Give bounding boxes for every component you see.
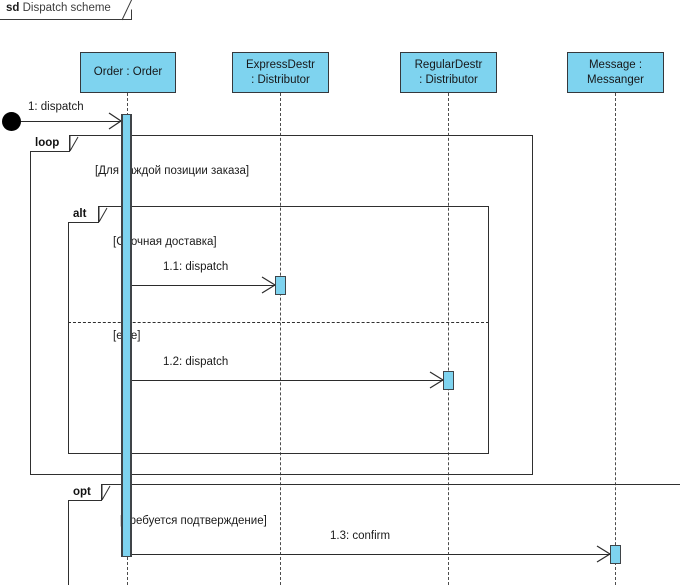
fragment-loop-tab-corner-icon: [69, 135, 79, 152]
fragment-loop[interactable]: [30, 135, 533, 475]
lifeline-regular-destr-line1: RegularDestr: [414, 58, 483, 71]
lifeline-line-express-destr: [280, 93, 281, 585]
activation-bar-regular-destr[interactable]: [443, 371, 454, 390]
fragment-loop-operator: loop: [35, 137, 60, 149]
fragment-alt-separator: [68, 322, 489, 323]
fragment-alt-tab-corner-icon: [98, 206, 108, 223]
fragment-opt[interactable]: [68, 484, 680, 585]
activation-bar-messenger[interactable]: [610, 545, 621, 564]
lifeline-header-express-destr[interactable]: ExpressDestr : Distributor: [232, 52, 329, 93]
message-label-12-dispatch: 1.2: dispatch: [163, 356, 229, 368]
message-line-12-dispatch[interactable]: [132, 380, 443, 381]
lifeline-regular-destr-line2: : Distributor: [419, 73, 478, 86]
fragment-alt-guard: [Срочная доставка]: [113, 236, 217, 248]
diagram-frame-tab: sd Dispatch scheme: [0, 0, 132, 20]
fragment-opt-operator: opt: [73, 486, 91, 498]
message-arrowhead-12-dispatch: [429, 371, 444, 389]
lifeline-line-regular-destr: [448, 93, 449, 585]
diagram-title-text: Dispatch scheme: [22, 2, 111, 14]
message-label-11-dispatch: 1.1: dispatch: [163, 261, 229, 273]
diagram-frame-title: sd Dispatch scheme: [6, 2, 111, 14]
frame-tab-corner-icon: [121, 0, 133, 21]
message-line-13-confirm[interactable]: [132, 554, 610, 555]
activation-bar-express-destr[interactable]: [275, 276, 286, 295]
lifeline-messenger-line1: Message :: [588, 58, 643, 71]
lifeline-messenger-line2: Messanger: [587, 73, 644, 86]
message-line-1-dispatch[interactable]: [21, 121, 121, 122]
lifeline-express-destr-line2: : Distributor: [251, 73, 310, 86]
fragment-alt-operator: alt: [73, 208, 87, 220]
lifeline-line-messenger: [615, 93, 616, 585]
fragment-opt-tab-corner-icon: [101, 484, 111, 501]
message-arrowhead-11-dispatch: [261, 276, 276, 294]
lifeline-header-messenger[interactable]: Message : Messanger: [567, 52, 664, 93]
fragment-opt-guard: [Требуется подтверждение]: [120, 515, 267, 527]
lifeline-header-order[interactable]: Order : Order: [80, 52, 176, 93]
fragment-alt[interactable]: [68, 206, 489, 454]
lifeline-header-regular-destr[interactable]: RegularDestr : Distributor: [400, 52, 497, 93]
found-message-start-dot: [2, 112, 21, 131]
message-line-11-dispatch[interactable]: [132, 285, 275, 286]
lifeline-order-line1: Order : Order: [93, 66, 163, 78]
message-label-13-confirm: 1.3: confirm: [330, 530, 391, 542]
message-arrowhead-1-dispatch: [108, 112, 122, 130]
fragment-loop-guard: [Для каждой позиции заказа]: [95, 165, 250, 177]
message-arrowhead-13-confirm: [596, 545, 611, 563]
activation-bar-order[interactable]: [121, 114, 132, 557]
message-label-1-dispatch: 1: dispatch: [28, 101, 84, 113]
lifeline-express-destr-line1: ExpressDestr: [245, 58, 316, 71]
diagram-kind-label: sd: [6, 2, 20, 14]
